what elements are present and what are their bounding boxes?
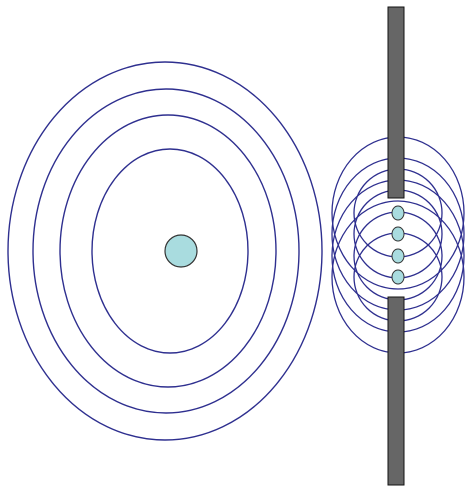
- secondary-source-4: [392, 270, 404, 284]
- barrier-lower-segment: [388, 297, 404, 485]
- main-source: [165, 235, 197, 267]
- secondary-sources: [392, 206, 404, 284]
- secondary-source-2: [392, 227, 404, 241]
- barrier-upper-segment: [388, 7, 404, 198]
- secondary-source-3: [392, 249, 404, 263]
- secondary-source-1: [392, 206, 404, 220]
- barrier: [388, 7, 404, 485]
